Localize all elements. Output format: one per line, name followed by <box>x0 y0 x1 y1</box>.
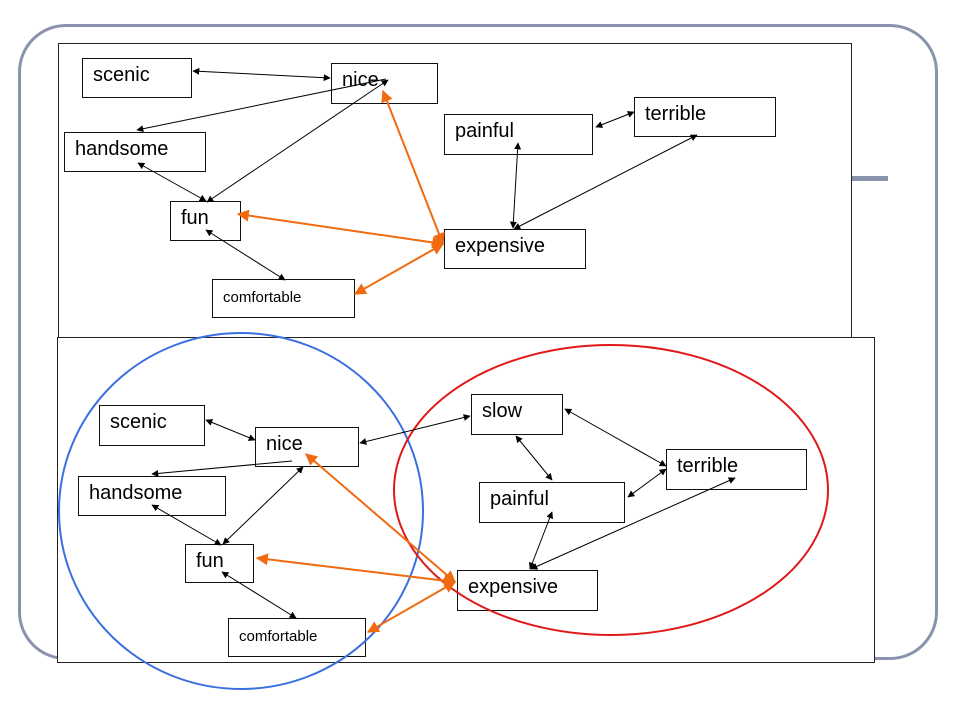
top-edge-scenic-nice <box>192 67 331 82</box>
top-node-scenic: scenic <box>82 58 192 98</box>
bottom-edge-terrible-expensive <box>530 477 736 570</box>
top-node-expensive: expensive <box>444 229 586 269</box>
bottom-edge-fun-comfortable <box>221 571 297 619</box>
frame-accent-bar <box>848 176 888 181</box>
top-edge-terrible-expensive <box>513 134 698 230</box>
bottom-node-slow: slow <box>471 394 563 435</box>
top-edge-handsome-fun <box>137 162 207 202</box>
bottom-edge-nice-expensive <box>305 453 456 583</box>
top-node-handsome: handsome <box>64 132 206 172</box>
top-edge-painful-terrible <box>595 111 635 128</box>
top-node-comfortable: comfortable <box>212 279 355 318</box>
top-node-terrible: terrible <box>634 97 776 137</box>
bottom-node-comfortable: comfortable <box>228 618 366 657</box>
bottom-edge-slow-painful <box>515 435 553 481</box>
negative-cluster-circle <box>393 344 829 636</box>
top-edge-nice-expensive <box>381 89 445 246</box>
bottom-edge-nice-fun <box>222 466 304 545</box>
top-edge-painful-expensive <box>509 142 522 229</box>
bottom-edge-fun-expensive <box>255 553 457 587</box>
top-edge-nice-handsome <box>136 78 387 133</box>
bottom-edge-handsome-fun <box>151 504 222 546</box>
bottom-edge-slow-terrible <box>564 408 667 467</box>
top-edge-comfortable-expensive <box>353 243 445 295</box>
bottom-edge-painful-terrible <box>627 468 667 498</box>
bottom-node-expensive: expensive <box>457 570 598 611</box>
bottom-edge-slow-nice <box>359 414 471 445</box>
top-edge-fun-comfortable <box>205 229 286 281</box>
top-edge-fun-expensive <box>236 209 445 249</box>
bottom-edge-scenic-nice <box>205 419 256 441</box>
top-edge-nice-fun <box>206 79 389 203</box>
bottom-node-scenic: scenic <box>99 405 205 446</box>
positive-cluster-circle <box>58 332 424 690</box>
bottom-edge-painful-expensive <box>529 511 553 570</box>
bottom-edge-comfortable-expensive <box>366 581 457 633</box>
bottom-edge-nice-handsome <box>151 460 293 477</box>
